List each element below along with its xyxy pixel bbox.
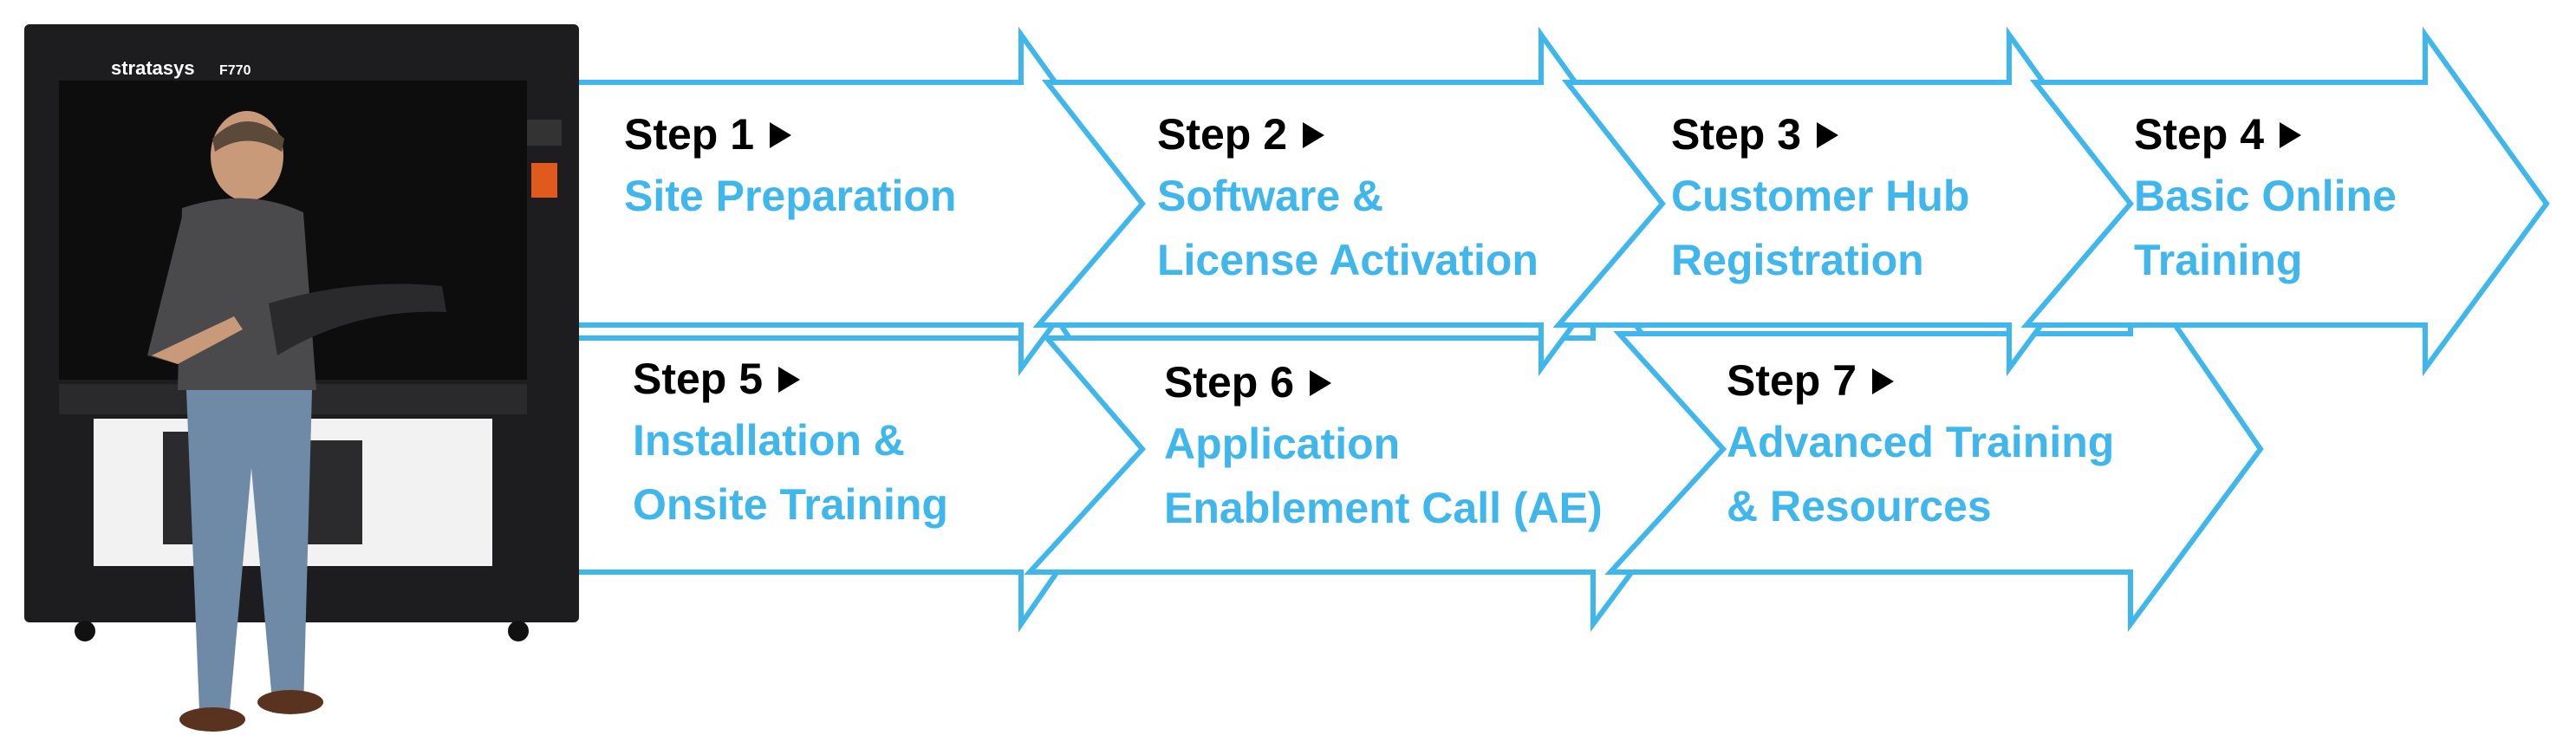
step-6: Step 6 Application Enablement Call (AE) — [1164, 359, 1603, 540]
step-4-heading: Step 4 — [2134, 110, 2265, 159]
arrow-step-3 — [1552, 26, 2134, 377]
step-6-title: Application Enablement Call (AE) — [1164, 420, 1603, 532]
play-icon — [1303, 121, 1325, 148]
step-3-title: Customer Hub Registration — [1671, 172, 1970, 284]
step-6-heading: Step 6 — [1164, 358, 1295, 407]
step-3-heading: Step 3 — [1671, 110, 1802, 159]
step-5: Step 5 Installation & Onsite Training — [633, 355, 948, 537]
step-4: Step 4 Basic Online Training — [2134, 111, 2397, 292]
printer-model: F770 — [219, 63, 251, 78]
step-1-heading: Step 1 — [624, 110, 755, 159]
step-2-heading: Step 2 — [1157, 110, 1288, 159]
step-2: Step 2 Software & License Activation — [1157, 111, 1538, 292]
step-5-heading: Step 5 — [633, 355, 764, 403]
arrow-step-2 — [1032, 26, 1666, 377]
printer-brand: stratasys — [111, 57, 195, 79]
arrow-step-4 — [2020, 26, 2550, 377]
play-icon — [770, 121, 792, 148]
play-icon — [1817, 121, 1839, 148]
play-icon — [778, 366, 801, 393]
step-1-title: Site Preparation — [624, 172, 957, 220]
play-icon — [2280, 121, 2302, 148]
step-7: Step 7 Advanced Training & Resources — [1727, 357, 2114, 538]
play-icon — [1872, 368, 1895, 394]
step-7-heading: Step 7 — [1727, 356, 1857, 405]
step-5-title: Installation & Onsite Training — [633, 416, 948, 529]
step-1: Step 1 Site Preparation — [624, 111, 956, 228]
play-icon — [1310, 369, 1332, 396]
step-4-title: Basic Online Training — [2134, 172, 2397, 284]
step-2-title: Software & License Activation — [1157, 172, 1538, 284]
step-7-title: Advanced Training & Resources — [1727, 418, 2115, 530]
step-3: Step 3 Customer Hub Registration — [1671, 111, 1969, 292]
person-image — [147, 111, 446, 732]
